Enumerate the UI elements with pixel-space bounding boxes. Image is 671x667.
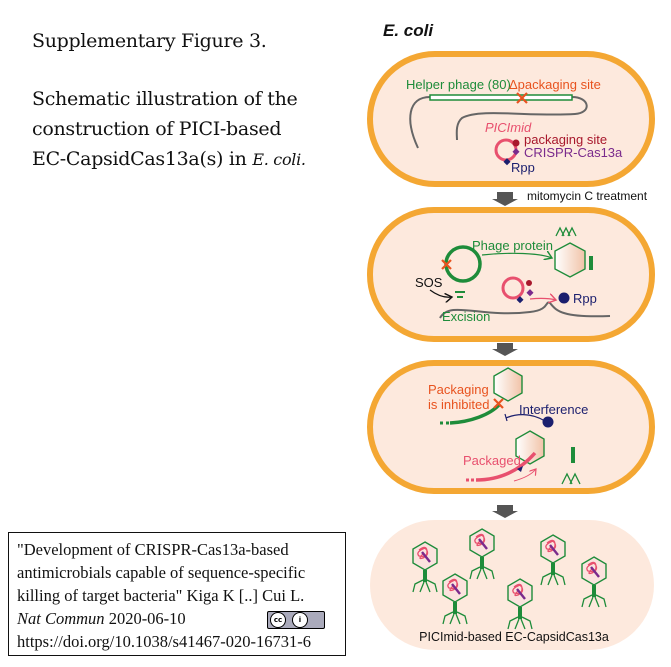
packaging-site-marker [526, 280, 532, 286]
cell-3 [367, 360, 655, 494]
caption-line-3: EC-CapsidCas13a(s) in E. coli. [32, 148, 306, 170]
citation-journal: Nat Commun [17, 609, 105, 628]
capsid-hexagon [554, 242, 586, 278]
citation-line-3: killing of target bacteria" Kiga K [..] … [17, 586, 305, 605]
picimid-dna-strand [475, 451, 537, 482]
citation-line-1: "Development of CRISPR-Cas13a-based [17, 540, 289, 559]
picimid-label: PICImid [485, 120, 532, 135]
packaging-site-label: packaging site [524, 132, 607, 147]
packaging-inhibited-label-2: is inhibited [428, 397, 489, 412]
step-arrow-2 [492, 343, 518, 356]
phage-dna-strand [449, 402, 502, 425]
interference-inhibitor-line [504, 413, 546, 422]
tail-fibers-icon [561, 472, 581, 485]
tail-fibers-icon [555, 226, 577, 237]
chromosome-line [409, 96, 588, 149]
rpp-protein [542, 416, 554, 428]
packaging-site-marker [512, 139, 520, 147]
inhibition-x-icon [493, 398, 504, 409]
cell-2 [367, 207, 655, 342]
rpp-label: Rpp [511, 160, 535, 175]
rpp-marker [516, 296, 524, 304]
packaging-inhibited-label-1: Packaging [428, 382, 489, 397]
capsid-hexagon [515, 430, 545, 465]
packaging-arrow [513, 469, 536, 482]
crispr-marker [512, 148, 520, 156]
crispr-marker [526, 289, 534, 297]
helper-phage-genome [429, 94, 573, 101]
citation-box: "Development of CRISPR-Cas13a-based anti… [8, 532, 346, 656]
deletion-x-icon [516, 92, 528, 104]
citation-line-2: antimicrobials capable of sequence-speci… [17, 563, 306, 582]
tail-tube-icon [589, 256, 593, 270]
step-arrow-1 [492, 192, 518, 206]
deleted-packaging-site-label: Δpackaging site [509, 77, 601, 92]
mitomycin-label: mitomycin C treatment [527, 189, 648, 203]
phage-protein-arrow [481, 253, 552, 258]
rpp-protein [558, 292, 570, 304]
picimid-plasmid [501, 276, 525, 300]
packaged-label: Packaged [463, 453, 521, 468]
excision-label: Excision [442, 309, 490, 324]
helper-phage-label: Helper phage (80) [406, 77, 511, 92]
sos-label: SOS [415, 275, 443, 290]
rpp-label: Rpp [573, 291, 597, 306]
caption-line-3-text: EC-CapsidCas13a(s) in [32, 148, 253, 170]
rpp-expression-arrow [529, 298, 556, 300]
caption-line-2: construction of PICI-based [32, 118, 282, 140]
citation-date: 2020-06-10 [104, 609, 186, 628]
chromosome-line [439, 301, 611, 319]
cell-1 [367, 51, 655, 187]
product-label: PICImid-based EC-CapsidCas13a [419, 630, 609, 644]
excision-mark [455, 291, 465, 298]
packaging-site-marker [517, 466, 523, 472]
caption-line-1: Schematic illustration of the [32, 88, 298, 110]
interference-label: Interference [519, 402, 588, 417]
deletion-x-icon [441, 259, 452, 270]
tail-tube-icon [571, 447, 575, 463]
rpp-marker [503, 158, 511, 166]
citation-journal-line: Nat Commun 2020-06-10 [17, 609, 186, 629]
sos-arrow [429, 289, 452, 297]
citation-doi[interactable]: https://doi.org/10.1038/s41467-020-16731… [17, 632, 311, 651]
organism-label: E. coli [383, 21, 434, 40]
capsid-hexagon [493, 367, 523, 402]
crispr-label: CRISPR-Cas13a [524, 145, 623, 160]
caption-italic-organism: E. coli. [252, 150, 306, 169]
figure-label: Supplementary Figure 3. [32, 30, 267, 52]
step-arrow-3 [492, 505, 518, 518]
phage-protein-label: Phage protein [472, 238, 553, 253]
